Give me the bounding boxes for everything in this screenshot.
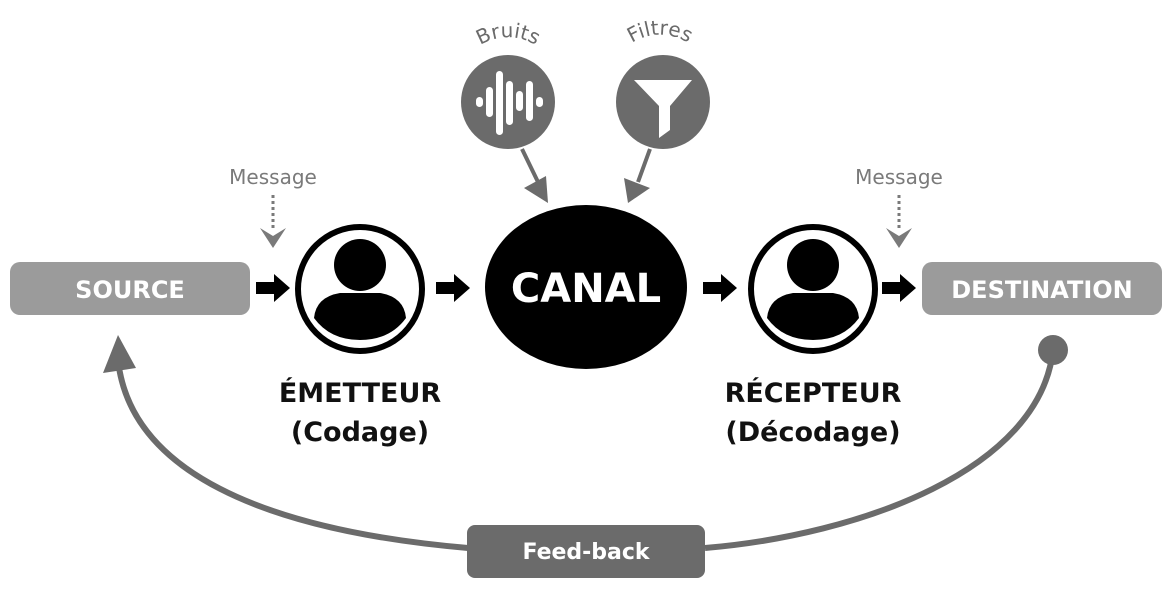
emetteur-node: ÉMETTEUR (Codage) — [279, 224, 442, 448]
arrow-down-icon — [624, 178, 650, 203]
filtres-arrow-line — [636, 148, 652, 183]
filtres-node: Filtres — [616, 16, 710, 203]
arrow-right-icon — [703, 274, 737, 302]
feedback-loop — [103, 335, 1068, 551]
arrow-down-icon — [886, 228, 912, 248]
bruits-label-path: Bruits — [472, 18, 544, 49]
canal-node: CANAL — [485, 205, 687, 369]
flow-arrow — [703, 274, 737, 302]
feedback-label: Feed-back — [522, 540, 650, 565]
message-right: Message — [855, 165, 943, 248]
funnel-filter-icon — [634, 80, 692, 138]
flow-arrow — [436, 274, 470, 302]
filtres-label-path: Filtres — [623, 16, 697, 48]
feedback-box: Feed-back — [467, 525, 705, 578]
filtres-label: Filtres — [623, 16, 697, 48]
feedback-arrowhead-icon — [103, 335, 136, 373]
bruits-arrow-line — [520, 148, 540, 183]
bruits-node: Bruits — [461, 18, 555, 203]
message-left-label: Message — [229, 165, 317, 189]
arrow-down-icon — [260, 228, 286, 248]
source-box: SOURCE — [10, 262, 250, 315]
emetteur-subtitle: (Codage) — [291, 417, 429, 448]
recepteur-subtitle: (Décodage) — [725, 417, 900, 448]
message-left: Message — [229, 165, 317, 248]
flow-arrow — [882, 274, 916, 302]
recepteur-title: RÉCEPTEUR — [725, 377, 902, 409]
arrow-right-icon — [256, 274, 290, 302]
message-right-label: Message — [855, 165, 943, 189]
destination-label: DESTINATION — [951, 276, 1133, 304]
sound-wave-icon — [476, 71, 543, 135]
emetteur-title: ÉMETTEUR — [279, 377, 442, 409]
canal-label: CANAL — [511, 266, 661, 312]
arrow-right-icon — [436, 274, 470, 302]
feedback-curve — [704, 349, 1056, 551]
person-circle-icon — [748, 224, 878, 354]
feedback-curve-left — [115, 359, 469, 551]
source-label: SOURCE — [75, 276, 185, 304]
arrow-right-icon — [882, 274, 916, 302]
arrow-down-icon — [524, 176, 548, 203]
bruits-label: Bruits — [472, 18, 544, 49]
flow-arrow — [256, 274, 290, 302]
feedback-start-dot-icon — [1038, 335, 1068, 365]
recepteur-node: RÉCEPTEUR (Décodage) — [725, 224, 902, 448]
person-circle-icon — [295, 224, 425, 354]
destination-box: DESTINATION — [922, 262, 1162, 315]
